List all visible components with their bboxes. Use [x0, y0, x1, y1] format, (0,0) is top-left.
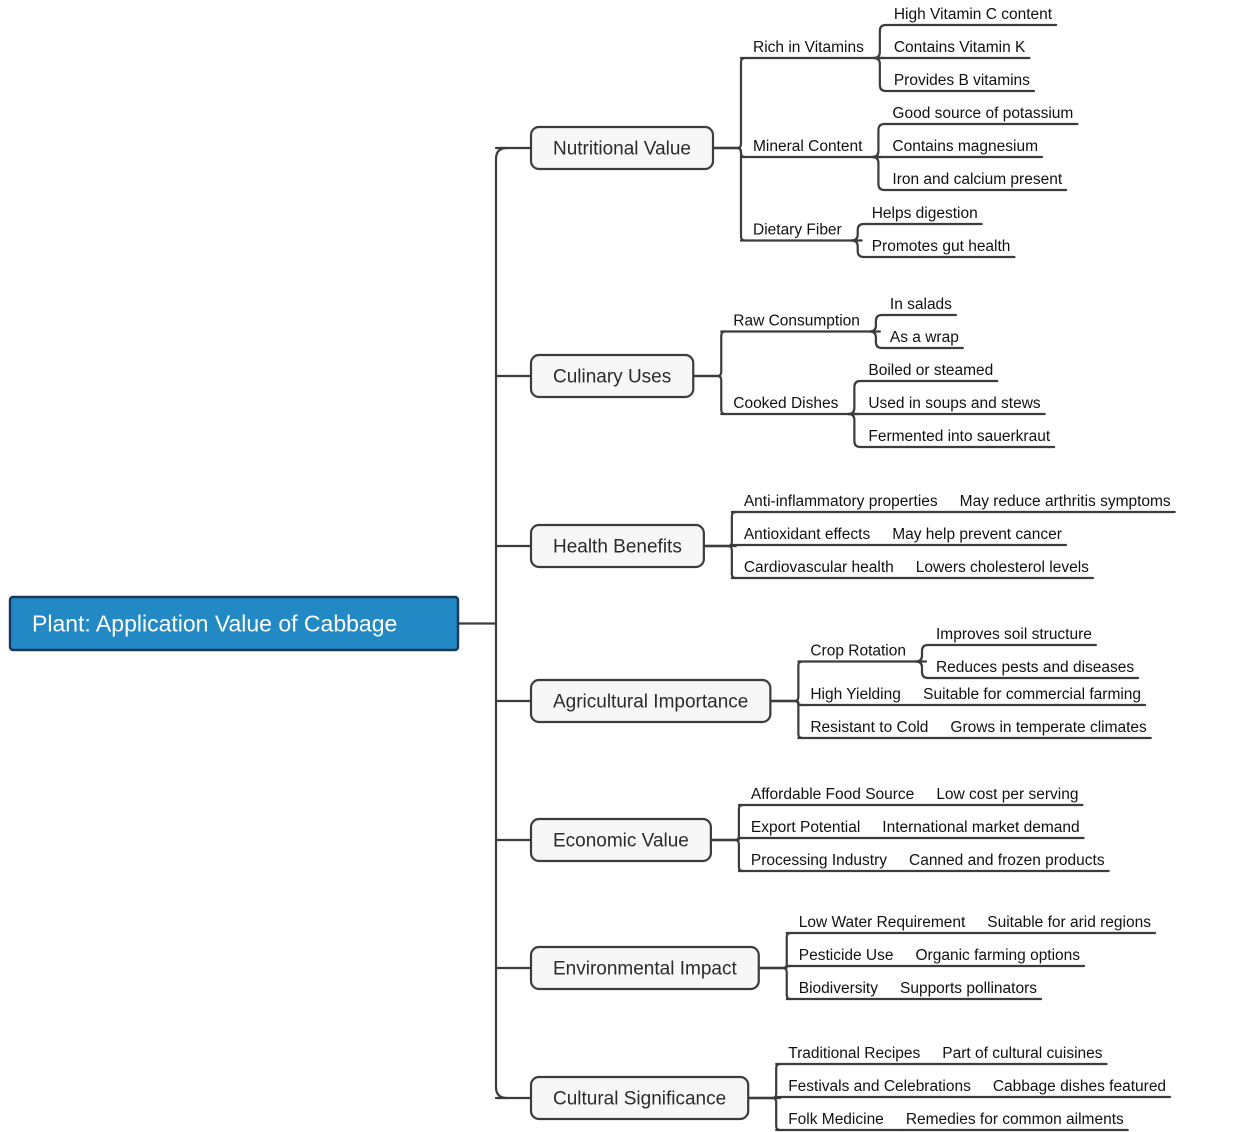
detail-label[interactable]: Contains Vitamin K [894, 39, 1026, 56]
subtopic-label[interactable]: High Yielding [810, 686, 900, 703]
detail-label[interactable]: Suitable for arid regions [987, 914, 1151, 931]
subtopic-label[interactable]: Affordable Food Source [751, 786, 914, 803]
detail-label[interactable]: Good source of potassium [892, 105, 1073, 122]
root-node[interactable]: Plant: Application Value of Cabbage [8, 595, 460, 652]
detail-label[interactable]: Contains magnesium [892, 138, 1038, 155]
subtopic-label[interactable]: Antioxidant effects [744, 526, 871, 543]
detail-label[interactable]: Lowers cholesterol levels [916, 559, 1089, 576]
detail-label[interactable]: Organic farming options [916, 947, 1081, 964]
detail-label[interactable]: Used in soups and stews [868, 395, 1041, 412]
detail-label[interactable]: Iron and calcium present [892, 171, 1062, 188]
root-label: Plant: Application Value of Cabbage [32, 611, 397, 637]
subtopic-label[interactable]: Cardiovascular health [744, 559, 894, 576]
detail-label[interactable]: Canned and frozen products [909, 852, 1105, 869]
detail-label[interactable]: Cabbage dishes featured [993, 1078, 1166, 1095]
subtopic-label[interactable]: Raw Consumption [733, 313, 860, 330]
detail-label[interactable]: Low cost per serving [936, 786, 1078, 803]
branch-node[interactable]: Health Benefits [529, 523, 705, 569]
detail-label[interactable]: International market demand [882, 819, 1079, 836]
detail-label[interactable]: Fermented into sauerkraut [868, 428, 1050, 445]
detail-label[interactable]: Supports pollinators [900, 980, 1037, 997]
detail-label[interactable]: In salads [890, 296, 952, 313]
subtopic-label[interactable]: Mineral Content [753, 138, 863, 155]
branch-label: Nutritional Value [553, 139, 691, 160]
detail-label[interactable]: Provides B vitamins [894, 72, 1030, 89]
subtopic-label[interactable]: Anti-inflammatory properties [744, 493, 938, 510]
detail-label[interactable]: Suitable for commercial farming [923, 686, 1141, 703]
branch-label: Cultural Significance [553, 1089, 726, 1110]
node-layer: Nutritional Value Rich in Vitamins High Vi… [8, 6, 1171, 1128]
branch-label: Health Benefits [553, 537, 682, 558]
branch-node[interactable]: Nutritional Value [529, 125, 715, 171]
branch-node[interactable]: Agricultural Importance [529, 678, 772, 724]
subtopic-label[interactable]: Pesticide Use [799, 947, 894, 964]
branch-node[interactable]: Culinary Uses [529, 353, 695, 399]
subtopic-label[interactable]: Low Water Requirement [799, 914, 966, 931]
branch-label: Environmental Impact [553, 959, 737, 980]
detail-label[interactable]: High Vitamin C content [894, 6, 1053, 23]
subtopic-label[interactable]: Folk Medicine [788, 1111, 884, 1128]
subtopic-label[interactable]: Rich in Vitamins [753, 39, 864, 56]
branch-label: Economic Value [553, 831, 689, 852]
detail-label[interactable]: Part of cultural cuisines [942, 1045, 1102, 1062]
subtopic-label[interactable]: Biodiversity [799, 980, 878, 997]
subtopic-label[interactable]: Dietary Fiber [753, 222, 842, 239]
subtopic-label[interactable]: Crop Rotation [810, 643, 906, 660]
detail-label[interactable]: Improves soil structure [936, 626, 1092, 643]
branch-node[interactable]: Environmental Impact [529, 945, 760, 991]
branch-label: Agricultural Importance [553, 692, 748, 713]
subtopic-label[interactable]: Export Potential [751, 819, 860, 836]
detail-label[interactable]: As a wrap [890, 329, 959, 346]
subtopic-label[interactable]: Resistant to Cold [810, 719, 928, 736]
detail-label[interactable]: Reduces pests and diseases [936, 659, 1134, 676]
detail-label[interactable]: Promotes gut health [872, 238, 1011, 255]
detail-label[interactable]: Boiled or steamed [868, 362, 993, 379]
detail-label[interactable]: Remedies for common ailments [906, 1111, 1124, 1128]
detail-label[interactable]: Helps digestion [872, 205, 978, 222]
branch-node[interactable]: Cultural Significance [529, 1075, 750, 1121]
detail-label[interactable]: Grows in temperate climates [950, 719, 1147, 736]
connector-layer [456, 23, 1176, 1132]
subtopic-label[interactable]: Festivals and Celebrations [788, 1078, 971, 1095]
detail-label[interactable]: May reduce arthritis symptoms [960, 493, 1171, 510]
subtopic-label[interactable]: Traditional Recipes [788, 1045, 920, 1062]
subtopic-label[interactable]: Cooked Dishes [733, 395, 838, 412]
branch-node[interactable]: Economic Value [529, 817, 712, 863]
detail-label[interactable]: May help prevent cancer [892, 526, 1062, 543]
branch-label: Culinary Uses [553, 367, 671, 388]
subtopic-label[interactable]: Processing Industry [751, 852, 887, 869]
